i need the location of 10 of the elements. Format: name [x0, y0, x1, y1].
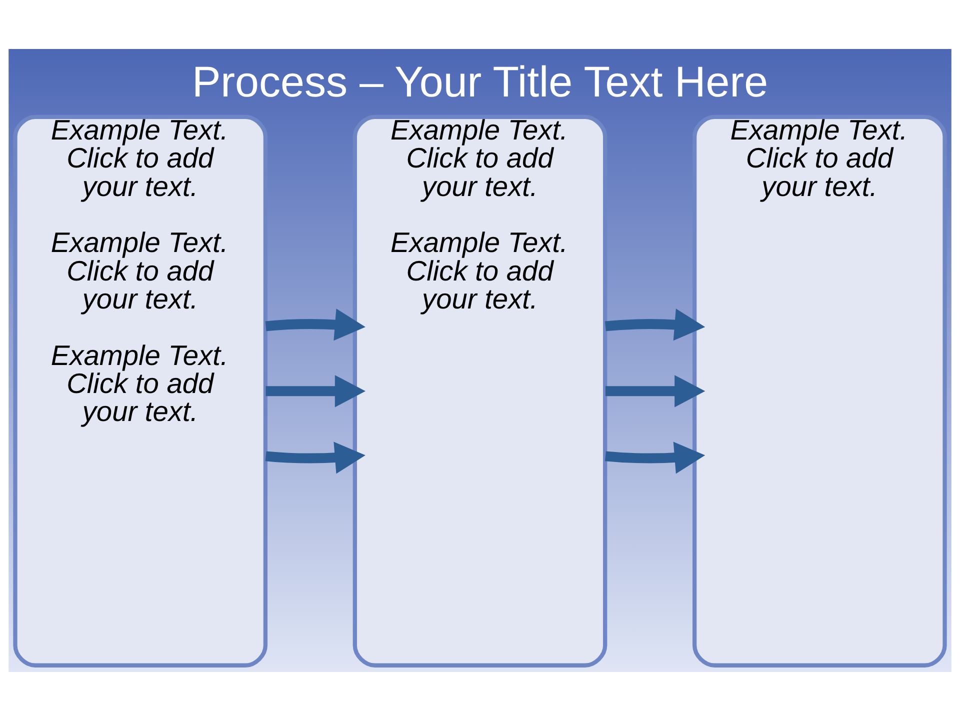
arrow	[605, 441, 706, 474]
node-box: Example Text. Click to add your text.	[692, 114, 947, 667]
node-box: Example Text. Click to add your text. Example Text. Click to add your text. Example Text. Click to add your text.	[13, 114, 268, 667]
arrow	[605, 374, 706, 407]
arrow	[266, 374, 366, 407]
arrow	[605, 308, 706, 340]
diagram-title: Process – Your Title Text Here	[192, 58, 768, 106]
arrow	[265, 441, 366, 474]
node-box: Example Text. Click to add your text. Example Text. Click to add your text.	[352, 114, 608, 667]
arrow	[265, 308, 366, 340]
